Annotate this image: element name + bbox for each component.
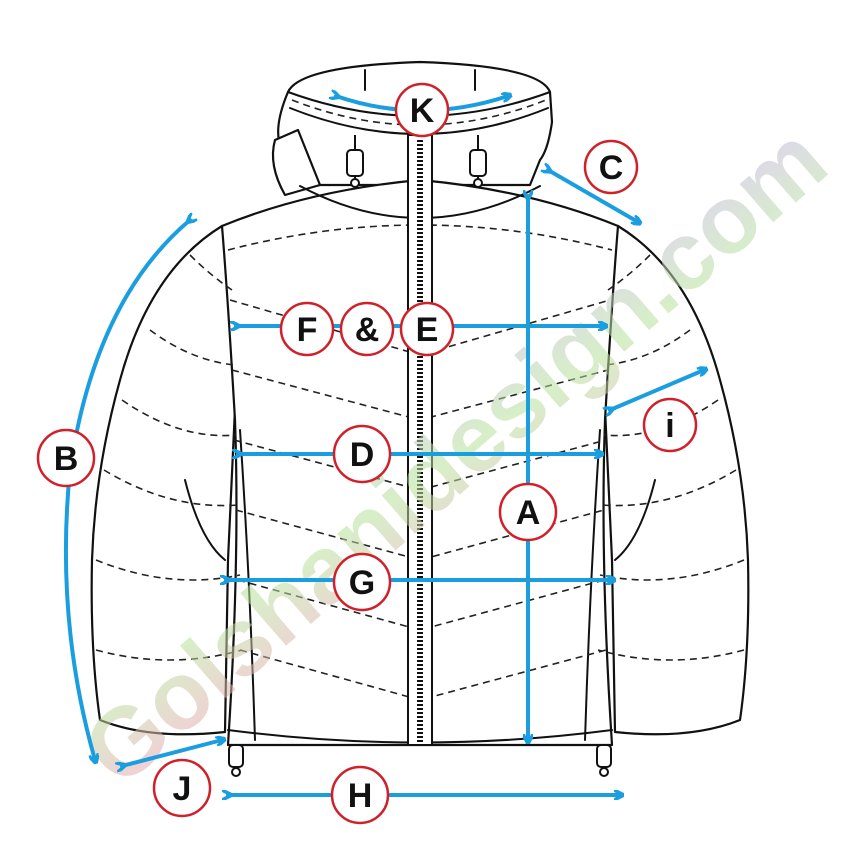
svg-text:J: J [173,770,192,808]
svg-text:E: E [416,311,439,349]
hood-drawstring-left [346,135,364,188]
arrow-i [610,370,704,410]
svg-text:F: F [297,311,318,349]
hem-toggle-right [596,744,612,777]
arrow-c [548,170,638,222]
badge-f: F [279,301,335,357]
hood-drawstring-right [469,135,487,188]
badge-g: G [332,552,392,612]
badge-k: K [394,82,450,138]
hood-side-left [271,128,322,197]
badge-i: i [642,397,698,453]
svg-text:D: D [350,436,375,474]
zipper [407,134,433,746]
svg-text:C: C [599,149,624,187]
svg-text:G: G [349,564,375,602]
svg-text:H: H [348,777,373,815]
badge-a: A [498,482,558,542]
badge-d: D [332,424,392,484]
badge-j: J [152,758,212,818]
svg-text:K: K [410,92,435,130]
badge-amp: & [339,301,395,357]
svg-text:A: A [516,494,541,532]
arrow-j [122,740,222,766]
svg-text:i: i [665,407,674,445]
badge-c: C [583,139,639,195]
svg-text:B: B [54,440,79,478]
measurement-arrows [63,96,704,795]
right-sleeve [598,224,750,736]
badge-e: E [399,301,455,357]
label-badges: K C F & E i B D [36,82,698,825]
badge-b: B [36,428,96,488]
svg-text:&: & [355,311,380,349]
hem-toggle-left [228,744,244,777]
badge-h: H [330,765,390,825]
